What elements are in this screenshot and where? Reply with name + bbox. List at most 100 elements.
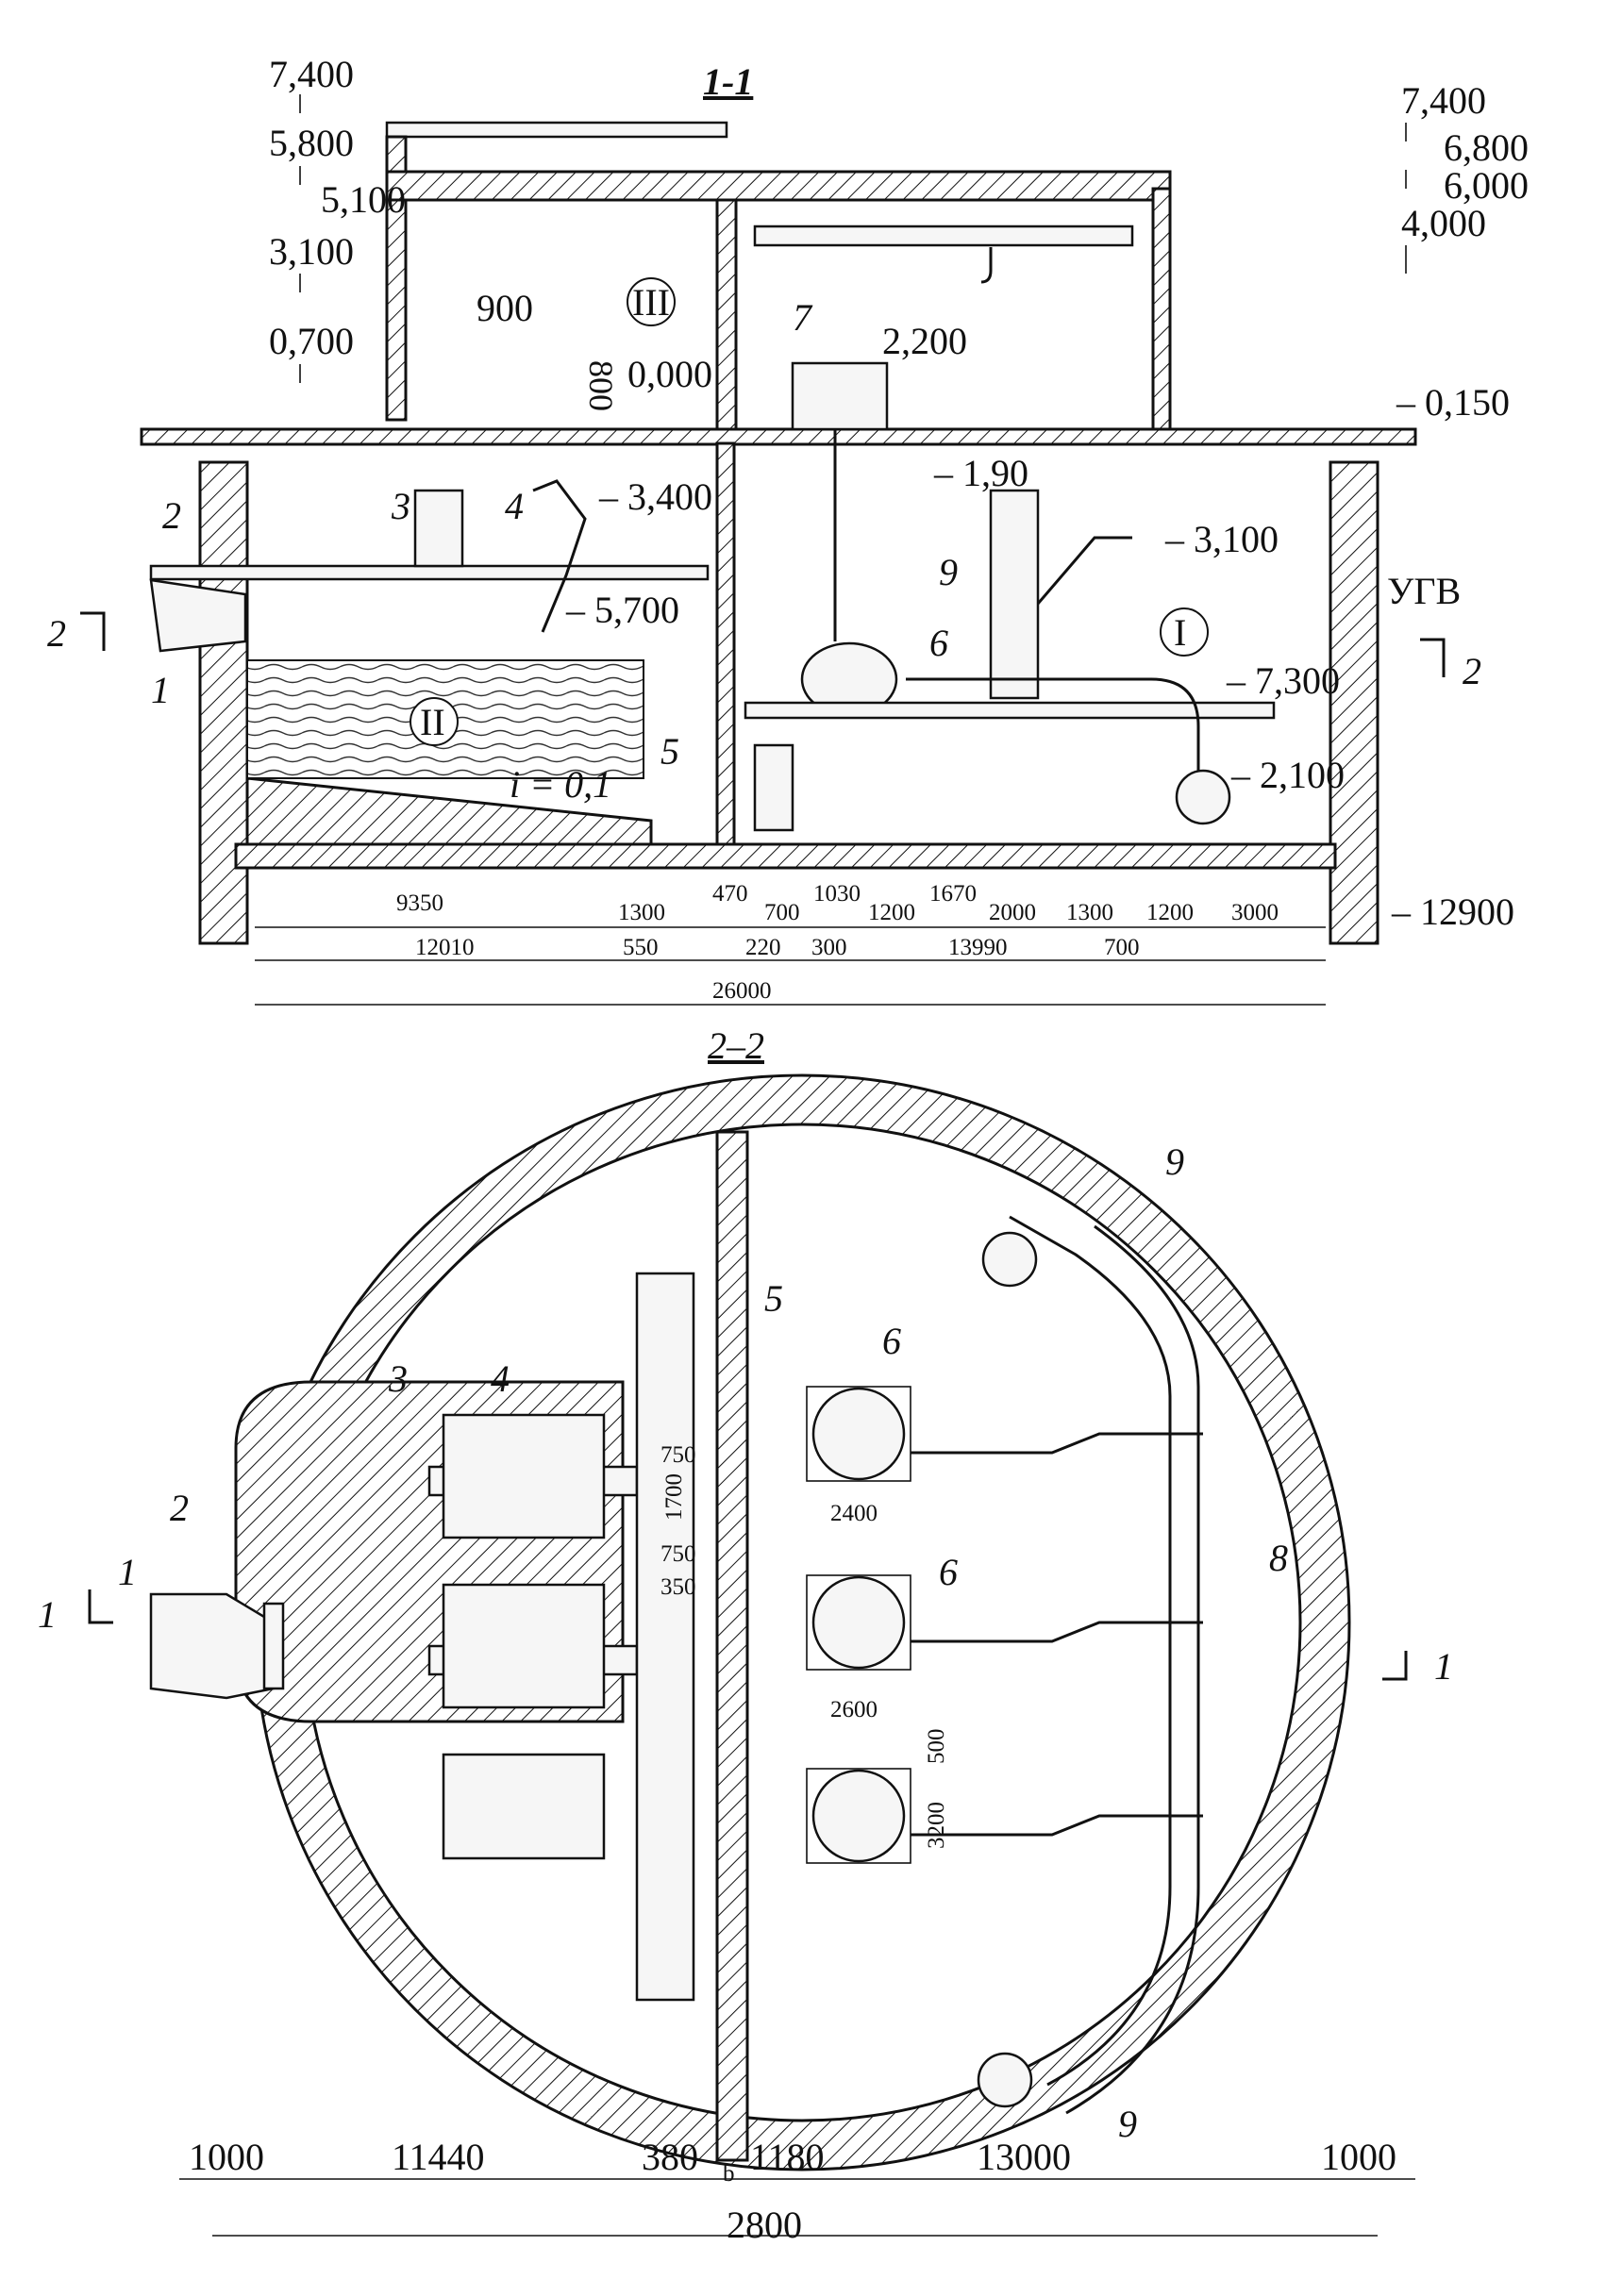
plan-dimension-lines <box>179 2178 1415 2237</box>
plan-item-5: 5 <box>764 1277 783 1320</box>
superstructure-middle-wall <box>715 187 738 436</box>
inner-dim-5: 2600 <box>830 1697 878 1722</box>
base-slab <box>234 842 1337 870</box>
dim-r2-5: 700 <box>1104 935 1140 960</box>
room-III-circle <box>627 277 676 326</box>
dim-r1-9: 1200 <box>1146 900 1194 925</box>
label-900: 900 <box>476 287 533 329</box>
dim-r2-2: 220 <box>745 935 781 960</box>
collector-8 <box>1009 1215 1172 2087</box>
ground-floor-slab <box>140 427 1417 446</box>
right-outer-wall <box>1329 460 1379 945</box>
plan-item-6b: 6 <box>939 1551 958 1593</box>
bottom-dim-2: 380 <box>642 2136 698 2178</box>
collector-8-outer <box>1065 1224 1200 2115</box>
dim-r2-1: 550 <box>623 935 659 960</box>
right-level-4: 4,000 <box>1401 202 1486 244</box>
item-1: 1 <box>151 669 170 711</box>
suction-channel <box>635 1272 695 2002</box>
level-ground: – 0,150 <box>1396 381 1510 424</box>
dim-r1-0: 9350 <box>396 890 443 916</box>
dim-r1-4: 1030 <box>813 881 861 907</box>
label-800: 800 <box>582 360 620 411</box>
room-I-label: I <box>1174 611 1186 654</box>
left-level-5: 0,700 <box>269 320 354 362</box>
inlet-pipe <box>149 578 247 653</box>
plan-dividing-wall <box>715 1130 749 2162</box>
gate-2-plan <box>262 1602 285 1690</box>
dim-r1-6: 1670 <box>929 881 977 907</box>
room-I-circle <box>1160 607 1209 657</box>
screen-chamber-2 <box>442 1583 606 1709</box>
left-level-1: 7,400 <box>269 53 354 95</box>
dim-r1-2: 470 <box>712 881 748 907</box>
right-level-3: 6,000 <box>1444 164 1529 207</box>
plan-item-2: 2 <box>170 1487 189 1529</box>
bottom-dim-1: 11440 <box>392 2136 485 2178</box>
room-III-label: III <box>632 281 670 324</box>
section-1-1: 1-1 I <box>47 53 1529 1006</box>
plan-cut-mark-1-right: 1 <box>1434 1645 1453 1688</box>
item-4: 4 <box>505 485 524 527</box>
level-bottom: – 12900 <box>1391 890 1514 933</box>
dim-r1-1: 1300 <box>618 900 665 925</box>
pressure-pipe-9-top <box>981 1231 1038 1288</box>
collector-pipe <box>1175 769 1231 825</box>
bottom-dim-small: b <box>723 2161 735 2187</box>
item-3: 3 <box>391 485 410 527</box>
screen-chamber-3 <box>442 1753 606 1860</box>
inner-dim-3: 350 <box>660 1574 696 1600</box>
left-outer-wall <box>198 460 249 945</box>
superstructure-left-wall <box>385 135 408 422</box>
pressure-pipe-9 <box>989 489 1040 700</box>
level-water-right: – 3,100 <box>1164 518 1279 560</box>
level-water-left: – 5,700 <box>565 589 679 631</box>
screen-3 <box>413 489 464 568</box>
dim-r1-7: 2000 <box>989 900 1036 925</box>
label-slope: i = 0,1 <box>510 763 611 806</box>
dim-r1-10: 3000 <box>1231 900 1279 925</box>
dim-r1-8: 1300 <box>1066 900 1113 925</box>
plan-item-3: 3 <box>388 1357 408 1400</box>
cut-mark-2-arrows <box>80 611 1446 677</box>
bottom-total: 2800 <box>727 2204 802 2246</box>
plan-item-1: 1 <box>118 1551 137 1593</box>
pressure-pipe-9-bottom <box>977 2052 1033 2108</box>
section-2-title: 2–2 <box>708 1024 764 1067</box>
bottom-dim-3: 1180 <box>750 2136 825 2178</box>
pump-plan-3 <box>811 1769 906 1863</box>
level-pipe-axis: – 1,90 <box>933 452 1028 494</box>
inner-dim-0: 750 <box>660 1442 696 1468</box>
dividing-wall <box>715 441 736 851</box>
dim-r2-0: 12010 <box>415 935 475 960</box>
dim-r1-5: 1200 <box>868 900 915 925</box>
crane-beam <box>753 225 1134 247</box>
dimension-lines <box>255 926 1326 1006</box>
screen-chamber-1 <box>442 1413 606 1539</box>
plan-item-8: 8 <box>1269 1537 1288 1579</box>
plan-cut-mark-arrows <box>88 1589 1408 1681</box>
pump-base-3 <box>806 1768 911 1864</box>
inner-dim-6: 500 <box>924 1729 949 1765</box>
plan-cut-mark-1-left: 1 <box>38 1593 57 1636</box>
item-6: 6 <box>929 622 948 664</box>
crane-hook <box>980 247 993 284</box>
dim-total: 26000 <box>712 978 772 1004</box>
motor-7 <box>791 361 889 431</box>
inlet-channel <box>149 564 710 581</box>
dim-r1-3: 700 <box>764 900 800 925</box>
plan-item-6a: 6 <box>882 1320 901 1362</box>
discharge-lines-plan <box>911 1432 1203 1837</box>
pump-plan-2 <box>811 1575 906 1670</box>
discharge-pipeline <box>906 677 1200 783</box>
inner-dim-1: 1700 <box>661 1473 687 1521</box>
level-pump-axis: – 2,100 <box>1230 754 1345 796</box>
pump-base-1 <box>806 1386 911 1482</box>
cut-mark-2-left: 2 <box>47 612 66 655</box>
item-5: 5 <box>660 730 679 773</box>
level-pump-floor: – 7,300 <box>1226 659 1340 702</box>
bottom-dim-4: 13000 <box>977 2136 1071 2178</box>
plan-item-9-bottom: 9 <box>1118 2103 1137 2145</box>
level-inlet: – 3,400 <box>598 475 712 518</box>
